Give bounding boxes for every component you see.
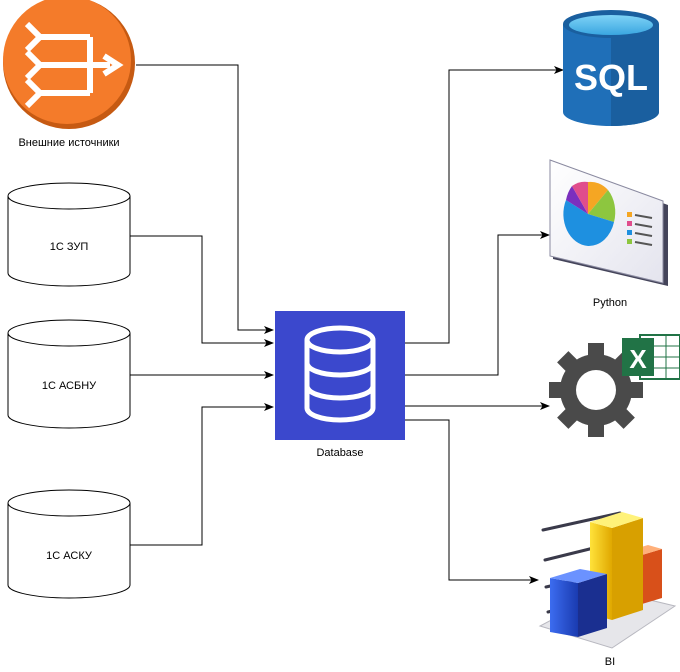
database-icon [304, 325, 376, 423]
flow-arrows-icon [24, 21, 124, 109]
edge-zup-to-database [130, 235, 274, 347]
edge-database-to-python [405, 231, 550, 376]
external-sources-label: Внешние источники [18, 137, 120, 149]
zup-label: 1С ЗУП [49, 241, 89, 253]
edges [130, 64, 564, 584]
edge-database-to-bi [405, 419, 539, 584]
cylinder-zup [7, 182, 131, 287]
python-label: Python [592, 297, 628, 309]
asku-label: 1С АСКУ [46, 550, 92, 562]
cylinder-asbnu [7, 319, 131, 429]
database-node [275, 311, 405, 440]
bar-chart-icon [538, 511, 677, 649]
presentation-pie-chart-icon [549, 159, 668, 286]
database-label: Database [316, 447, 364, 459]
cylinder-asku [7, 489, 131, 599]
sql-label: SQL [574, 57, 648, 98]
edge-external-to-database [136, 64, 274, 334]
gear-excel-icon: X [549, 334, 680, 437]
edge-database-to-sql [405, 66, 564, 344]
bi-label: BI [604, 656, 616, 668]
external-sources-node [3, 0, 135, 129]
asbnu-label: 1С АСБНУ [41, 380, 97, 392]
sql-node: SQL [563, 10, 659, 126]
excel-letter: X [629, 344, 647, 374]
edge-asku-to-database [130, 403, 274, 546]
